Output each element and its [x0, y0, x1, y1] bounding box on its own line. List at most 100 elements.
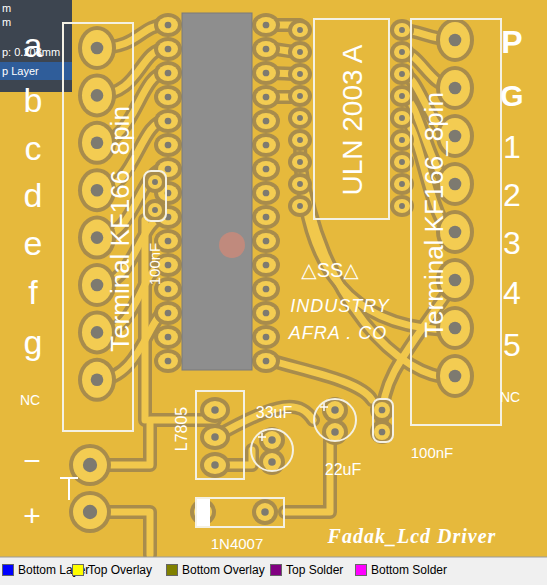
drill-hole [263, 22, 270, 29]
drill-hole [165, 70, 172, 77]
drill-hole [165, 334, 172, 341]
pad-clearance [436, 354, 474, 398]
pad [394, 199, 410, 213]
drill-hole [399, 137, 405, 143]
pad [73, 448, 107, 482]
pad-clearance [252, 349, 280, 373]
pad-clearance [252, 301, 280, 325]
drill-hole [399, 115, 405, 121]
copper-trace [285, 440, 330, 512]
pad [256, 281, 276, 297]
drill-hole [449, 178, 462, 191]
drill-hole [83, 458, 97, 472]
copper-traces [90, 25, 455, 555]
pad [292, 67, 308, 81]
component-label: ULN 2003 A [339, 45, 367, 196]
pad [440, 22, 470, 58]
drill-hole [297, 203, 303, 209]
silkscreen-label: + [23, 501, 41, 531]
drill-hole [449, 370, 462, 383]
pad-clearance [436, 18, 474, 62]
pad-clearance [78, 358, 116, 402]
pad-clearance [200, 397, 230, 423]
pad [204, 456, 226, 474]
drill-hole [165, 358, 172, 365]
pad [256, 305, 276, 321]
pad-clearance [252, 499, 278, 525]
pad [204, 401, 226, 419]
drill-hole [331, 406, 339, 414]
drill-hole [268, 458, 276, 466]
component-outline: 100nF [143, 170, 167, 222]
silkscreen-label: 5 [503, 329, 521, 361]
tooltip-text: m [2, 3, 11, 14]
pad [158, 17, 178, 33]
drill-hole [263, 214, 270, 221]
pad-clearance [252, 61, 280, 85]
legend-item: Bottom Solder [355, 560, 447, 580]
drill-hole [211, 406, 219, 414]
pad [292, 23, 308, 37]
drill-hole [268, 436, 276, 444]
pad-clearance [252, 253, 280, 277]
pad [256, 209, 276, 225]
pad [148, 203, 162, 217]
pad [158, 137, 178, 153]
pad-clearance [288, 85, 312, 107]
pad-clearance [154, 109, 182, 133]
pad [292, 155, 308, 169]
capacitor-outline: 33uF [250, 428, 294, 472]
pad [158, 65, 178, 81]
drill-hole [165, 286, 172, 293]
component-outline: 100nF [372, 398, 394, 443]
pad-clearance [288, 173, 312, 195]
legend-item: Bottom Overlay [166, 560, 265, 580]
pad [292, 89, 308, 103]
pad-clearance [288, 19, 312, 41]
silkscreen-label: f [28, 275, 37, 309]
pad [256, 41, 276, 57]
pad [256, 503, 274, 521]
pad-clearance [144, 199, 166, 221]
pad [158, 305, 178, 321]
pad-clearance [154, 37, 182, 61]
silkscreen-label: 2 [503, 179, 521, 211]
legend-swatch [355, 564, 367, 576]
pad [292, 199, 308, 213]
drill-hole [165, 142, 172, 149]
capacitor-outline: 22uF [313, 398, 357, 442]
drill-hole [449, 322, 462, 335]
drill-hole [165, 238, 172, 245]
pad [292, 177, 308, 191]
drill-hole [399, 159, 405, 165]
drill-hole [263, 238, 270, 245]
pad-clearance [252, 109, 280, 133]
pad [394, 67, 410, 81]
silkscreen-label: a [24, 28, 43, 62]
pad [256, 161, 276, 177]
pad-clearance [200, 424, 230, 450]
pad [394, 23, 410, 37]
pad-clearance [200, 452, 230, 478]
trace-clearance [270, 360, 372, 400]
pad [256, 353, 276, 369]
pad-clearance [288, 151, 312, 173]
drill-hole [152, 179, 158, 185]
silkscreen-label: P [501, 26, 522, 58]
drill-hole [165, 118, 172, 125]
silkscreen-label: INDUSTRY [290, 297, 389, 315]
drill-hole [297, 181, 303, 187]
pad [256, 89, 276, 105]
drill-hole [449, 34, 462, 47]
silkscreen-label: e [24, 226, 43, 260]
legend-swatch [166, 564, 178, 576]
drill-hole [165, 310, 172, 317]
silkscreen-label: NC [20, 393, 40, 407]
drill-hole [399, 181, 405, 187]
legend-swatch [72, 564, 84, 576]
drill-hole [399, 93, 405, 99]
pad [394, 89, 410, 103]
component-label: Terminal KF166_8pin [421, 92, 447, 338]
drill-hole [297, 115, 303, 121]
